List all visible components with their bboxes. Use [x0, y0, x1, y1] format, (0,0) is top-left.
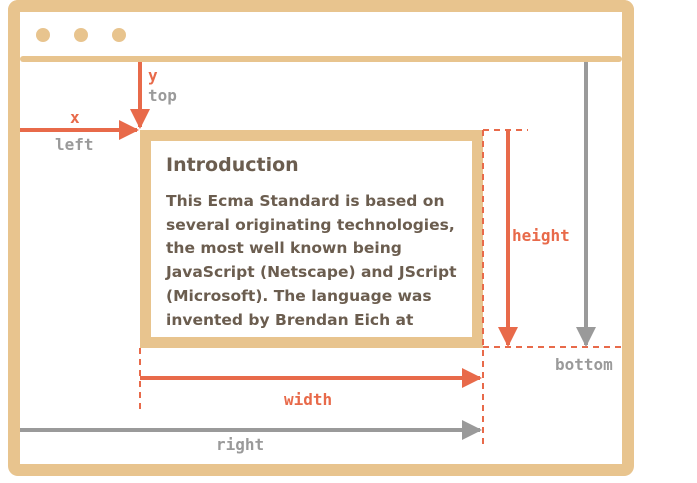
- label-right: right: [216, 435, 265, 454]
- toolbar-divider: [20, 56, 622, 62]
- label-x: x: [70, 108, 80, 127]
- window-control-dot: [74, 28, 88, 42]
- label-left: left: [55, 135, 94, 154]
- element-box: [140, 130, 483, 348]
- element-text: This Ecma Standard is based on several o…: [166, 192, 457, 329]
- window-control-dot: [112, 28, 126, 42]
- label-width: width: [284, 390, 333, 409]
- label-height: height: [512, 226, 570, 245]
- label-bottom: bottom: [555, 355, 613, 374]
- window-control-dot: [36, 28, 50, 42]
- label-y: y: [148, 66, 158, 85]
- label-top: top: [148, 86, 177, 105]
- element-title: Introduction: [166, 154, 299, 176]
